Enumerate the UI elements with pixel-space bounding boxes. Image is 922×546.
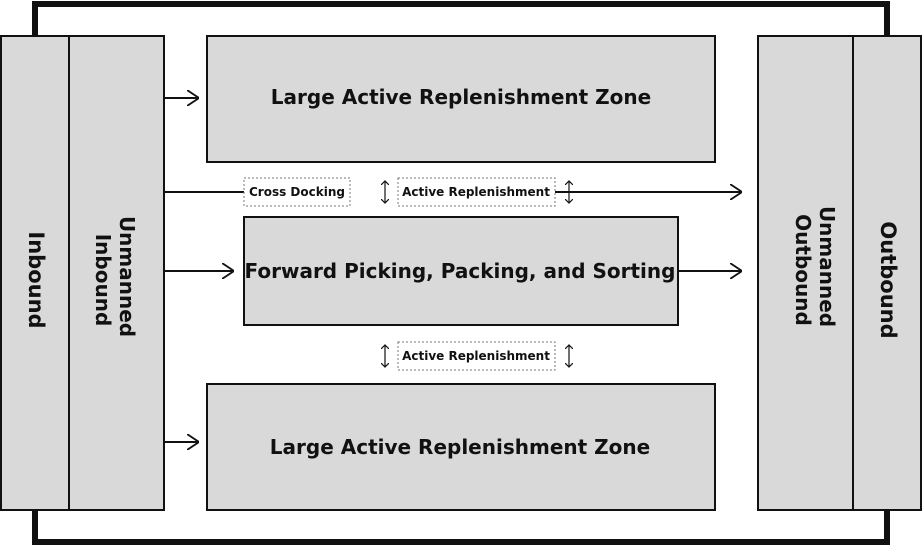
top-replenishment-zone (206, 35, 716, 163)
cross-docking-tag (243, 177, 351, 207)
unmanned-inbound-label-line2: Inbound (91, 234, 115, 327)
unmanned-inbound-column (68, 35, 165, 511)
unmanned-inbound-label-line1: Unmanned (115, 216, 139, 337)
bottom-replenishment-zone (206, 383, 716, 511)
unmanned-inbound-label: Unmanned Inbound (91, 216, 139, 344)
unmanned-outbound-label: Unmanned Outbound (791, 206, 839, 334)
unmanned-outbound-label-line1: Unmanned (815, 206, 839, 327)
outbound-label: Outbound (876, 221, 900, 338)
top-replenishment-zone-label: Large Active Replenishment Zone (271, 85, 651, 109)
active-replenishment-tag-lower (397, 341, 556, 371)
active-replenishment-tag-upper (397, 177, 556, 207)
active-replenishment-tag-lower-label: Active Replenishment (402, 349, 550, 363)
inbound-label: Inbound (24, 231, 48, 328)
active-replenishment-tag-upper-label: Active Replenishment (402, 185, 550, 199)
cross-docking-tag-label: Cross Docking (249, 185, 345, 199)
outbound-column (852, 35, 922, 511)
bottom-replenishment-zone-label: Large Active Replenishment Zone (270, 435, 650, 459)
forward-picking-zone-label: Forward Picking, Packing, and Sorting (245, 259, 676, 283)
forward-picking-zone (243, 216, 679, 326)
inbound-column (0, 35, 70, 511)
unmanned-outbound-label-line2: Outbound (791, 214, 815, 326)
